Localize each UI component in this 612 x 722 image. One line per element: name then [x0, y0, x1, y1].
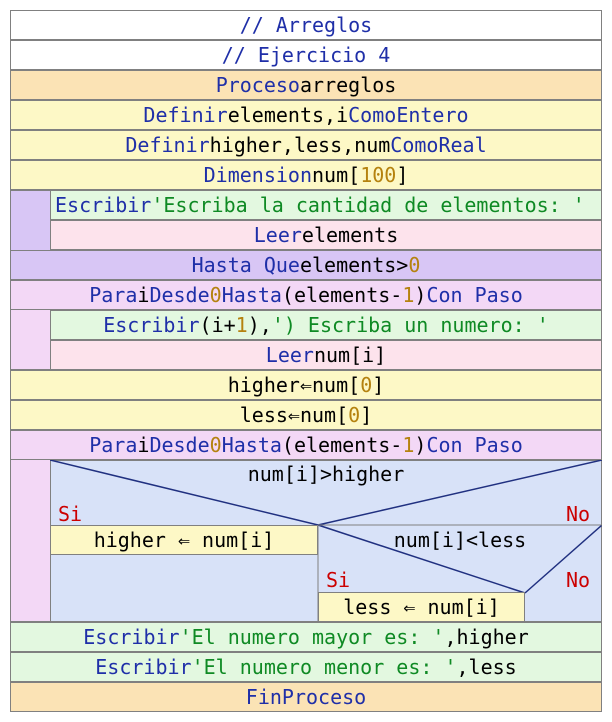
asignar-less: less ⇐ num[0]	[10, 400, 602, 430]
no-label-1: No	[566, 502, 591, 526]
escribir-menor: Escribir 'El numero menor es: ',less	[10, 652, 602, 682]
si-label-1: Si	[58, 502, 83, 526]
asignar-higher-num-i: higher ⇐ num[i]	[50, 525, 318, 555]
dimension-line: Dimension num[100]	[10, 160, 602, 190]
escribir-cantidad: Escribir 'Escriba la cantidad de element…	[50, 190, 602, 220]
leer-num-i: Leer num[i]	[50, 340, 602, 370]
condicion-menor: num[i]<less	[393, 528, 527, 552]
si-label-2: Si	[326, 568, 351, 592]
leer-elements: Leer elements	[50, 220, 602, 250]
fin-proceso: FinProceso	[10, 682, 602, 712]
hasta-que-line: Hasta Que elements>0	[10, 250, 602, 280]
para-header-comparar: Para i Desde 0 Hasta (elements-1) Con Pa…	[10, 430, 602, 460]
asignar-higher: higher ⇐ num[0]	[10, 370, 602, 400]
para-header-lectura: Para i Desde 0 Hasta (elements-1) Con Pa…	[10, 280, 602, 310]
escribir-mayor: Escribir 'El numero mayor es: ',higher	[10, 622, 602, 652]
definir-reales: Definir higher,less,num Como Real	[10, 130, 602, 160]
asignar-less-num-i: less ⇐ num[i]	[318, 592, 525, 622]
condicion-mayor: num[i]>higher	[247, 462, 405, 486]
no-label-2: No	[566, 568, 591, 592]
comment-arreglos: // Arreglos	[10, 10, 602, 40]
escribir-numero: Escribir (i+1),') Escriba un numero: '	[50, 310, 602, 340]
definir-enteros: Definir elements,i Como Entero	[10, 100, 602, 130]
proceso-block: Proceso arreglos	[10, 70, 602, 100]
comment-ejercicio: // Ejercicio 4	[10, 40, 602, 70]
